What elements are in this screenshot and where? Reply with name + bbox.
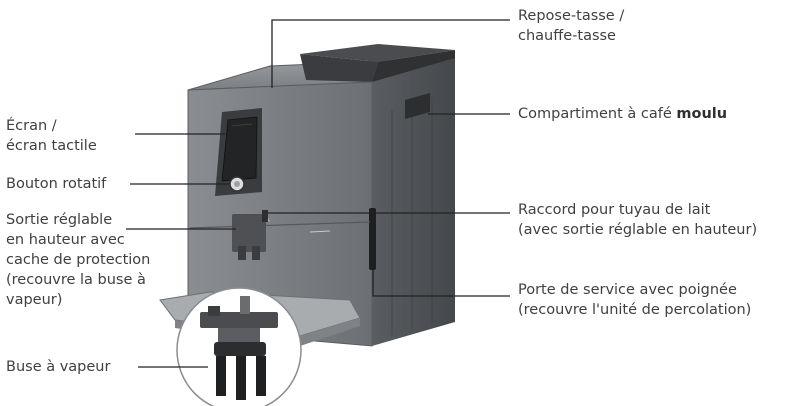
label-ecran: Écran / écran tactile (6, 116, 97, 156)
label-porte-service: Porte de service avec poignée (recouvre … (518, 280, 751, 320)
rotary-knob (230, 177, 244, 191)
touch-screen (222, 117, 257, 181)
label-buse-vapeur: Buse à vapeur (6, 357, 110, 377)
label-sortie-reglable: Sortie réglable en hauteur avec cache de… (6, 210, 150, 310)
label-compartiment: Compartiment à café moulu (518, 104, 727, 124)
service-door-handle (369, 208, 376, 270)
label-repose-tasse: Repose-tasse / chauffe-tasse (518, 6, 624, 46)
steam-nozzle-zoom (177, 288, 301, 406)
label-bouton-rotatif: Bouton rotatif (6, 174, 106, 194)
label-raccord: Raccord pour tuyau de lait (avec sortie … (518, 200, 757, 240)
